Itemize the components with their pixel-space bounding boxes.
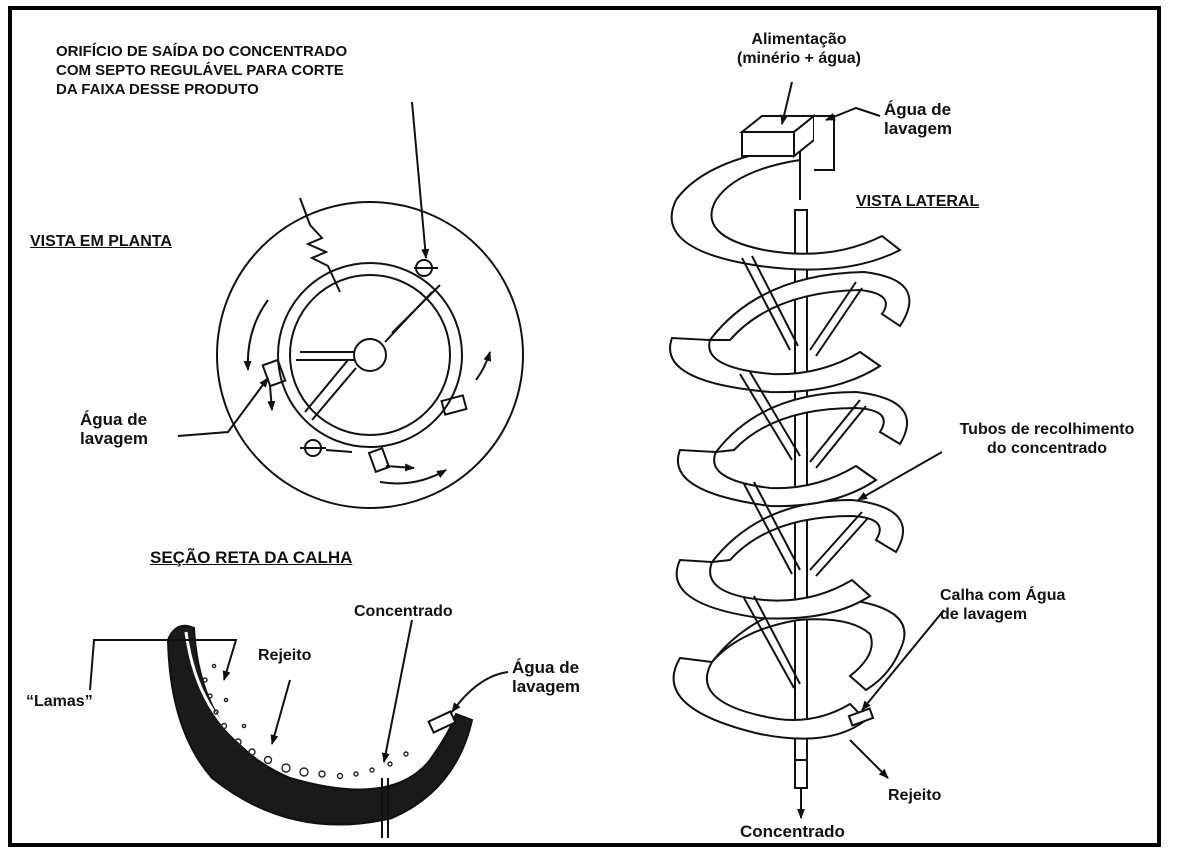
side-concentrate-label: Concentrado — [740, 822, 845, 841]
side-wash-water-line-1: Água de — [884, 100, 952, 119]
spiral-turn-2 — [670, 338, 880, 392]
side-collection-tubes-line-2: do concentrado — [932, 439, 1162, 458]
plan-flow-arrow-right — [476, 352, 490, 380]
side-feed-label: Alimentação (minério + água) — [724, 30, 874, 68]
section-wash-water-line-2: lavagem — [512, 677, 580, 696]
section-title: SEÇÃO RETA DA CALHA — [150, 548, 352, 567]
plan-flow-arrow-left — [248, 300, 268, 370]
side-trough-water-line-2: de lavagem — [940, 605, 1065, 624]
plan-view-title: VISTA EM PLANTA — [30, 232, 172, 251]
plan-outer-ring — [217, 202, 523, 508]
plan-outlet-label-line-1: ORIFÍCIO DE SAÍDA DO CONCENTRADO — [56, 42, 347, 61]
spiral-turn-2b — [710, 272, 909, 340]
section-tailings-label: Rejeito — [258, 646, 311, 665]
plan-splitter-right — [442, 395, 467, 414]
section-wash-water-line-1: Água de — [512, 658, 580, 677]
side-tailings-label: Rejeito — [888, 786, 941, 805]
plan-wash-water-line-2: lavagem — [80, 429, 148, 448]
spiral-turn-3 — [678, 450, 876, 506]
plan-splitter-bottom — [369, 448, 389, 472]
side-tailings-leader — [850, 740, 888, 778]
plan-outlet-label: ORIFÍCIO DE SAÍDA DO CONCENTRADO COM SEP… — [56, 42, 347, 99]
plan-central-column — [354, 339, 386, 371]
side-collection-tubes-label: Tubos de recolhimento do concentrado — [932, 420, 1162, 458]
side-wash-water-label: Água de lavagem — [884, 100, 952, 138]
side-wash-water-line-2: lavagem — [884, 119, 952, 138]
side-trough-water-label: Calha com Água de lavagem — [940, 586, 1065, 624]
section-concentrate-label: Concentrado — [354, 602, 453, 621]
spiral-turn-4 — [677, 560, 870, 619]
side-feed-line-1: Alimentação — [724, 30, 874, 49]
plan-outlet-label-line-3: DA FAIXA DESSE PRODUTO — [56, 80, 347, 99]
concentrate-discharge-pipe — [795, 760, 807, 788]
spiral-turn-3b — [716, 392, 907, 452]
plan-wash-water-line-1: Água de — [80, 410, 148, 429]
side-trough-water-line-1: Calha com Água — [940, 586, 1065, 605]
plan-wash-leader — [178, 378, 268, 436]
plan-outlet-leader — [412, 102, 426, 258]
plan-flow-arrow-bottom — [380, 470, 446, 484]
tailings-leader — [272, 680, 290, 744]
side-view-title: VISTA LATERAL — [856, 192, 979, 211]
spiral-turn-5 — [674, 658, 866, 739]
side-collection-tubes-line-1: Tubos de recolhimento — [932, 420, 1162, 439]
section-wash-water-label: Água de lavagem — [512, 658, 580, 696]
section-slimes-label: “Lamas” — [26, 692, 93, 711]
trough-body — [168, 626, 472, 825]
plan-view — [178, 102, 523, 508]
side-feed-line-2: (minério + água) — [724, 49, 874, 68]
section-wash-leader — [452, 672, 508, 712]
plan-wash-water-label: Água de lavagem — [80, 410, 148, 448]
plan-outlet-label-line-2: COM SEPTO REGULÁVEL PARA CORTE — [56, 61, 347, 80]
concentrate-section-leader — [384, 620, 412, 762]
